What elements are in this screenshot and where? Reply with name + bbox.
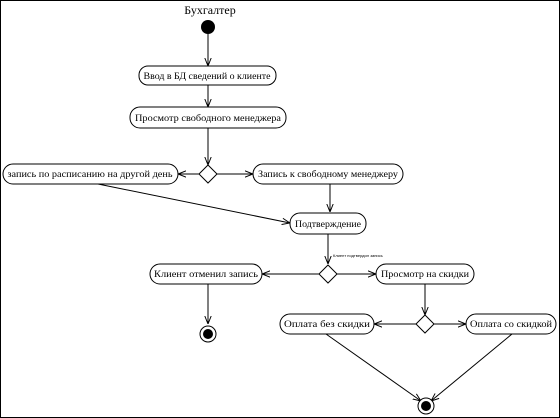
svg-text:запись по расписанию на другой: запись по расписанию на другой день [8, 169, 173, 179]
activity-view-manager: Просмотр свободного менеджера [129, 106, 287, 129]
swimlane-title: Бухгалтер [184, 3, 236, 17]
decision-client-confirmed [318, 264, 338, 284]
svg-text:Запись к свободному менеджеру: Запись к свободному менеджеру [258, 169, 399, 179]
activity-view-discounts: Просмотр на скидки [375, 263, 475, 285]
activity-pay-no-discount: Оплата без скидки [279, 313, 375, 335]
decision-discount [415, 314, 435, 334]
svg-text:Подтверждение: Подтверждение [295, 219, 361, 229]
svg-text:Просмотр свободного менеджера: Просмотр свободного менеджера [135, 113, 281, 123]
activity-pay-with-discount: Оплата со скидкой [465, 313, 557, 335]
initial-node [201, 20, 215, 34]
decision-manager-free [198, 164, 218, 184]
svg-text:Ввод в БД сведений о клиенте: Ввод в БД сведений о клиенте [144, 71, 271, 81]
svg-text:Оплата без скидки: Оплата без скидки [284, 319, 370, 329]
flow-otherday-to-confirm [97, 183, 290, 223]
svg-text:Клиент отменил запись: Клиент отменил запись [154, 269, 258, 279]
final-node-cancel [199, 325, 217, 343]
activity-confirm: Подтверждение [289, 212, 367, 235]
flow-discount-to-final [431, 333, 513, 401]
activity-enter-client: Ввод в БД сведений о клиенте [138, 65, 277, 86]
svg-text:Оплата со скидкой: Оплата со скидкой [470, 319, 552, 329]
svg-text:Просмотр на скидки: Просмотр на скидки [381, 269, 469, 279]
activity-other-day: запись по расписанию на другой день [2, 163, 179, 185]
flow-nodiscount-to-final [325, 333, 421, 401]
guard-label: Клиент подтвердил запись [333, 253, 383, 258]
final-node-payment [417, 397, 435, 415]
activity-free-manager: Запись к свободному менеджеру [252, 163, 404, 185]
control-flows [97, 34, 513, 401]
activity-client-cancel: Клиент отменил запись [149, 263, 263, 285]
